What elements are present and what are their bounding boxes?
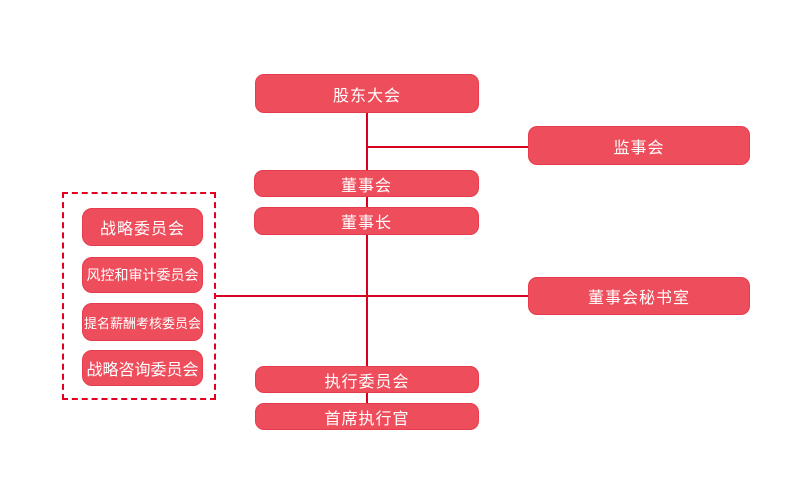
committees-group-box — [62, 192, 216, 400]
connector-chairman-to-executive-vertical — [366, 235, 368, 366]
connector-committees-to-secretary-horizontal — [216, 295, 528, 297]
connector-shareholders-to-board-vertical — [366, 113, 368, 170]
connector-board-to-chairman-vertical — [366, 197, 368, 207]
connector-executive-to-ceo-vertical — [366, 393, 368, 403]
node-strategy-advisory-committee: 战略咨询委员会 — [82, 350, 203, 386]
node-ceo: 首席执行官 — [255, 403, 479, 430]
node-executive-committee: 执行委员会 — [255, 366, 479, 393]
node-nomination-remuneration-assessment-committee: 提名薪酬考核委员会 — [82, 303, 203, 341]
node-supervisory-board: 监事会 — [528, 126, 750, 165]
node-shareholders-meeting: 股东大会 — [255, 74, 479, 113]
node-chairman: 董事长 — [254, 207, 479, 235]
node-risk-audit-committee: 风控和审计委员会 — [82, 257, 203, 293]
node-board-of-directors: 董事会 — [254, 170, 479, 197]
node-board-secretary-office: 董事会秘书室 — [528, 277, 750, 315]
connector-to-supervisory-board-horizontal — [367, 146, 528, 148]
node-strategy-committee: 战略委员会 — [82, 208, 203, 246]
